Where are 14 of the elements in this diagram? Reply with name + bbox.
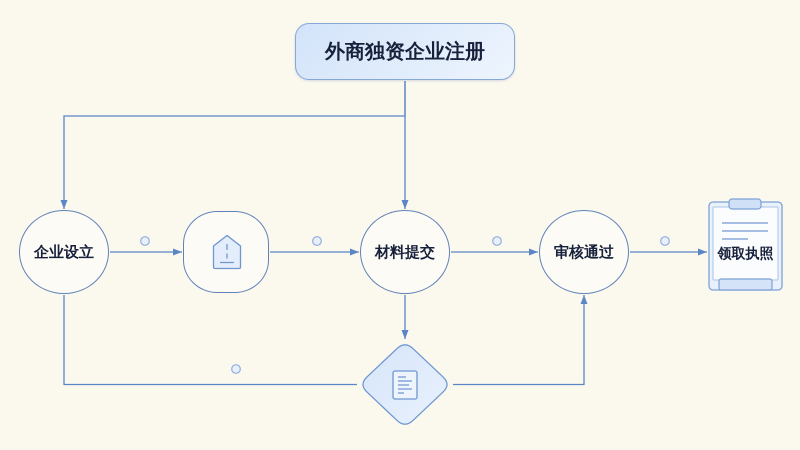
title-box: 外商独资企业注册	[295, 23, 515, 80]
connector-line	[63, 295, 357, 386]
process-circle: 企业设立	[19, 210, 109, 294]
arrow	[453, 295, 588, 386]
process-circle: 审核通过	[539, 210, 629, 294]
arrow	[402, 295, 408, 339]
node-label: 领取执照	[718, 245, 774, 264]
arrow	[110, 248, 182, 256]
arrow	[630, 248, 707, 256]
arrow	[402, 81, 408, 209]
rounded-box	[183, 211, 269, 293]
arrow	[451, 248, 538, 256]
arrow	[270, 248, 359, 256]
process-circle: 材料提交	[360, 210, 450, 294]
